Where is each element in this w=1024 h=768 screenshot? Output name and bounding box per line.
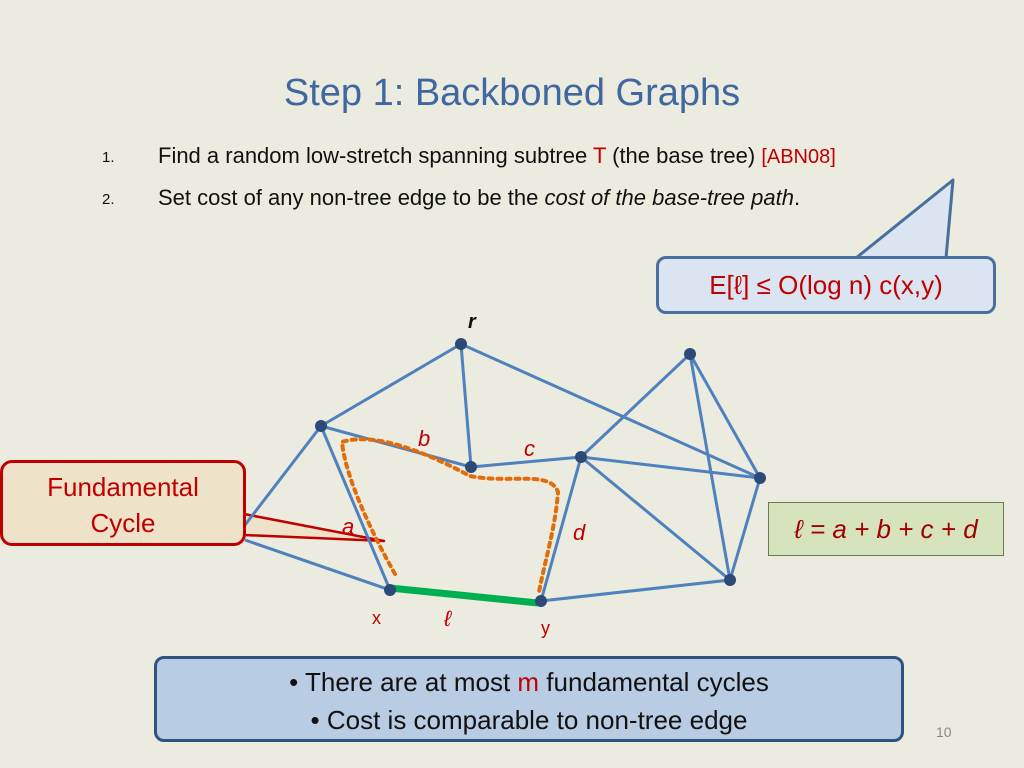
expectation-callout: E[ℓ] ≤ O(log n) c(x,y): [656, 256, 996, 314]
edge: [688, 353, 762, 479]
formula-box: ℓ = a + b + c + d: [768, 502, 1004, 556]
formula-text: ℓ = a + b + c + d: [794, 513, 978, 544]
bullet-text-part: Find a random low-stretch spanning subtr…: [158, 143, 593, 168]
node-label-y: y: [541, 618, 550, 638]
summary-highlight: m: [517, 667, 540, 697]
summary-line-2: • Cost is comparable to non-tree edge: [310, 705, 748, 735]
edge: [459, 343, 473, 468]
bullet-text: Set cost of any non-tree edge to be the …: [158, 185, 800, 211]
node: [465, 461, 477, 473]
summary-text-part: fundamental cycles: [539, 667, 769, 697]
citation: [ABN08]: [761, 146, 836, 168]
node-x: [384, 584, 396, 596]
callout-tail: [854, 178, 955, 260]
fundamental-cycle-path: [339, 437, 561, 594]
root-label: r: [468, 311, 477, 333]
edge-label-c: c: [524, 436, 535, 461]
edge: [320, 342, 462, 428]
edge: [243, 425, 323, 526]
edge-label-ell: ℓ: [443, 606, 452, 631]
edge: [244, 538, 391, 592]
edge: [728, 477, 762, 581]
node: [575, 451, 587, 463]
node-root: [455, 338, 467, 350]
edge: [688, 353, 732, 581]
summary-box: • There are at most m fundamental cycles…: [154, 656, 904, 742]
fundamental-cycle-box: Fundamental Cycle: [0, 460, 246, 546]
edge-label-a: a: [342, 514, 354, 539]
graph-edges: [243, 342, 762, 603]
edge-label-d: d: [573, 520, 586, 545]
bullet-text-part: Set cost of any non-tree edge to be the: [158, 185, 545, 210]
node-label-x: x: [372, 608, 381, 628]
fundamental-label-line2: Cycle: [90, 508, 156, 538]
page-number: 10: [936, 724, 952, 740]
node: [315, 420, 327, 432]
bullet-text-part: (the base tree): [606, 143, 762, 168]
fundamental-label-line1: Fundamental: [47, 472, 199, 502]
graph-nodes: [315, 338, 766, 607]
bullet-text: Find a random low-stretch spanning subtr…: [158, 143, 836, 169]
node-y: [535, 595, 547, 607]
node: [684, 348, 696, 360]
node: [724, 574, 736, 586]
edge: [539, 456, 583, 602]
node: [754, 472, 766, 484]
callout-text: E[ℓ] ≤ O(log n) c(x,y): [709, 269, 943, 300]
edge: [319, 425, 392, 591]
non-tree-edge: [389, 584, 539, 607]
summary-line-1: • There are at most m fundamental cycles: [157, 663, 901, 701]
edge: [580, 455, 731, 582]
bullet-italic: cost of the base-tree path: [544, 185, 794, 210]
summary-text-part: • There are at most: [289, 667, 518, 697]
edge: [540, 578, 731, 603]
edge: [580, 455, 761, 480]
tree-symbol: T: [592, 143, 606, 168]
slide-title: Step 1: Backboned Graphs: [283, 72, 741, 114]
edge: [460, 342, 761, 480]
edge-label-b: b: [418, 426, 430, 451]
edge: [579, 352, 692, 459]
bullet-text-part: .: [793, 185, 801, 210]
bullet-number: 1.: [102, 149, 115, 166]
edge: [470, 455, 582, 469]
bullet-number: 2.: [102, 191, 115, 208]
